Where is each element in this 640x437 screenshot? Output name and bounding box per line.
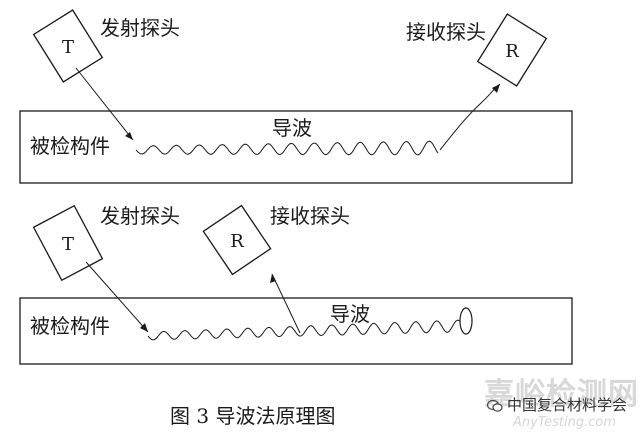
top-transmit-letter: T	[62, 37, 74, 58]
top-transmit-probe-label: 发射探头	[100, 16, 180, 40]
bottom-receive-letter: R	[230, 231, 244, 252]
defect-icon	[459, 307, 473, 335]
bottom-transmit-arrow	[85, 261, 149, 333]
watermark-main: 嘉峪检测网	[484, 377, 639, 412]
top-wave-path	[135, 140, 439, 156]
bottom-transmit-letter: T	[62, 234, 74, 255]
top-receive-probe-label: 接收探头	[406, 20, 486, 44]
bottom-wave-label: 导波	[330, 302, 370, 326]
top-component-label: 被检构件	[30, 134, 110, 158]
bottom-receive-probe-label: 接收探头	[270, 204, 350, 228]
bottom-wave-path	[147, 319, 461, 341]
bottom-receive-probe-icon: R	[202, 204, 272, 276]
top-receive-arrowhead	[492, 84, 500, 93]
bottom-transmit-probe-icon: T	[32, 204, 104, 282]
bottom-transmit-arrowhead	[140, 323, 148, 332]
top-transmit-probe-icon: T	[32, 9, 104, 83]
top-receive-arrow	[439, 83, 501, 151]
top-transmit-arrowhead	[125, 132, 133, 140]
top-receive-letter: R	[505, 41, 519, 62]
top-wave-label: 导波	[272, 116, 312, 140]
watermark-org: 中国复合材料学会	[487, 398, 627, 413]
watermark-site: AnyTesting.com	[513, 415, 617, 430]
bottom-component-plate	[19, 297, 573, 365]
bottom-component-label: 被检构件	[30, 314, 110, 338]
figure-caption: 图 3 导波法原理图	[170, 404, 336, 428]
bottom-receive-arrow	[271, 273, 301, 334]
top-receive-probe-icon: R	[476, 13, 548, 87]
bottom-transmit-probe-label: 发射探头	[100, 204, 180, 228]
watermark-org-text: 中国复合材料学会	[507, 396, 628, 414]
top-transmit-arrow	[75, 67, 134, 141]
wechat-icon	[487, 399, 503, 412]
top-component-plate	[19, 110, 573, 184]
bottom-receive-arrowhead	[270, 274, 276, 283]
